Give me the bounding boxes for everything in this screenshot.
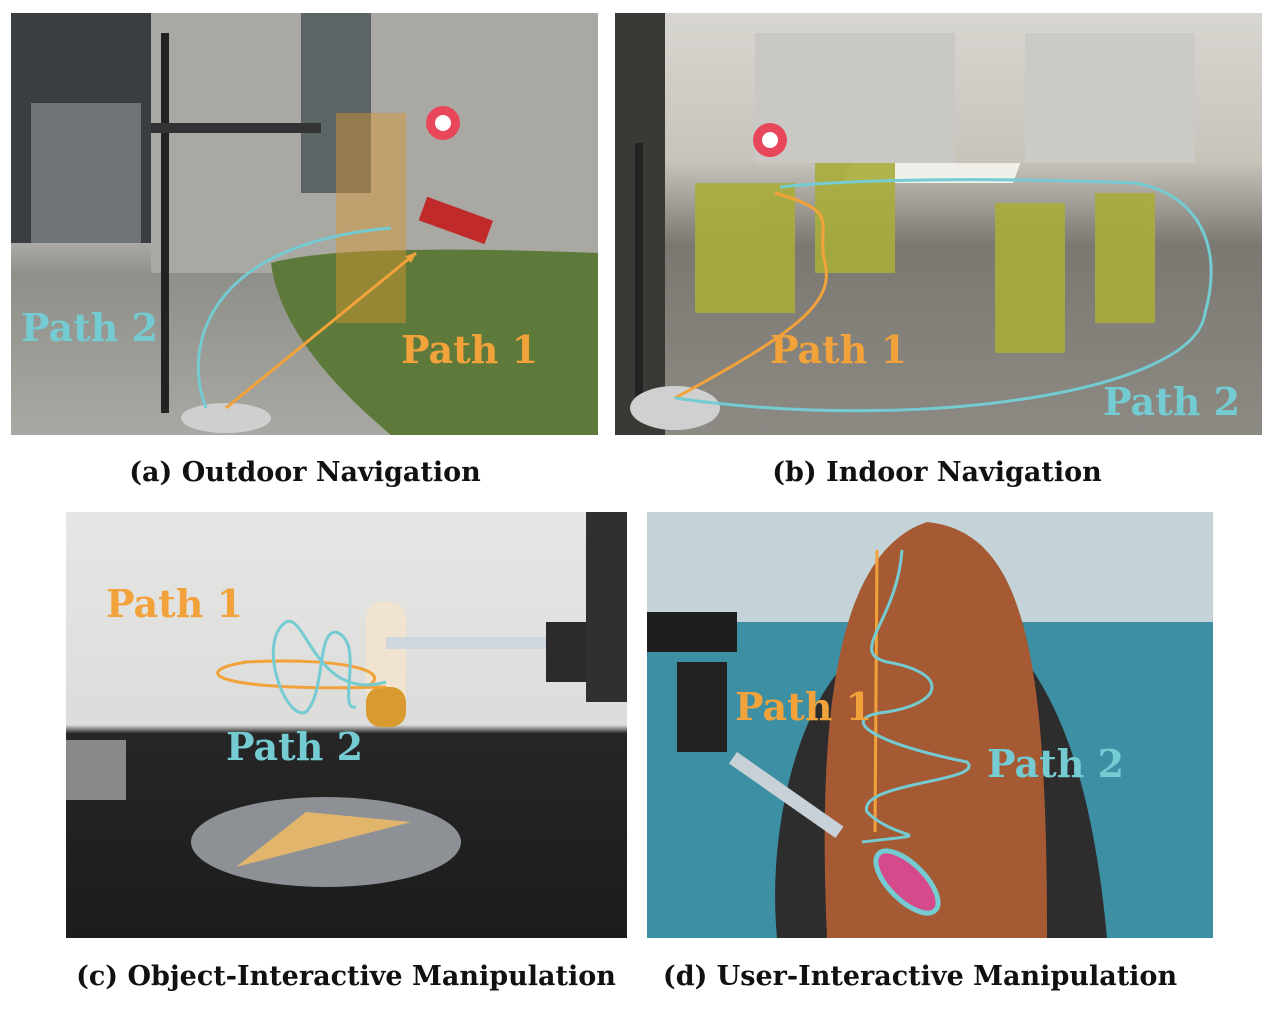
indoor-scene: Path 1 Path 2 — [615, 13, 1240, 435]
path-1-label: Path 1 — [106, 581, 243, 626]
path-1-label: Path 1 — [735, 684, 872, 729]
path-2-label: Path 2 — [1103, 379, 1240, 424]
path-1-line — [225, 251, 417, 410]
path-2-label: Path 2 — [987, 741, 1124, 786]
panel-outdoor-navigation: Path 2 Path 1 — [11, 13, 598, 435]
caption-d: (d) User-Interactive Manipulation — [662, 961, 1178, 992]
path-2-label: Path 2 — [226, 724, 363, 769]
path-2-line — [674, 178, 1213, 413]
caption-b: (b) Indoor Navigation — [772, 457, 1102, 488]
path-1-line — [674, 191, 828, 400]
panel-indoor-navigation: Path 1 Path 2 — [615, 13, 1262, 435]
path-2-line — [861, 549, 971, 844]
hair-brushing-scene: Path 1 Path 2 — [647, 512, 1213, 938]
caption-a: (a) Outdoor Navigation — [129, 457, 481, 488]
panel-user-interactive-manipulation: Path 1 Path 2 — [647, 512, 1213, 938]
panel-object-interactive-manipulation: Path 1 Path 2 — [66, 512, 627, 938]
path-1-label: Path 1 — [401, 327, 538, 372]
path-1-line — [873, 549, 879, 833]
path-1-line — [216, 659, 387, 690]
path-2-line — [271, 619, 387, 715]
outdoor-scene: Path 2 Path 1 — [11, 13, 598, 435]
kitchen-scene: Path 1 Path 2 — [66, 512, 627, 887]
path-2-line — [196, 226, 392, 409]
caption-c: (c) Object-Interactive Manipulation — [76, 961, 616, 992]
path-1-label: Path 1 — [770, 327, 907, 372]
path-2-label: Path 2 — [21, 305, 158, 350]
